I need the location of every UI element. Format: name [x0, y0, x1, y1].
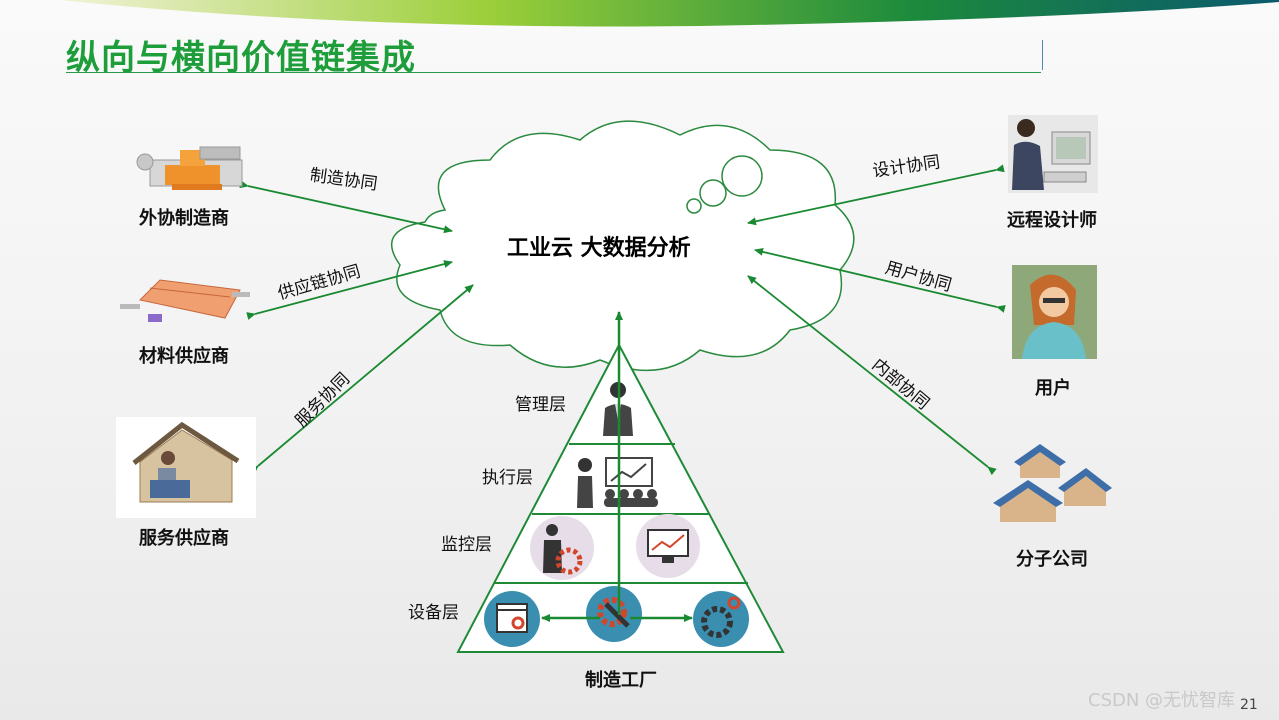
- designer-icon: [1008, 115, 1098, 193]
- layer-label-management: 管理层: [515, 390, 566, 415]
- warehouse-icon: [120, 280, 250, 322]
- monitor-chart-icon: [636, 514, 700, 578]
- cloud-label: 工业云 大数据分析: [507, 230, 691, 262]
- node-label-service-supplier: 服务供应商: [139, 524, 229, 550]
- watermark: CSDN @无忧智库: [1088, 686, 1235, 712]
- code-window-icon: [484, 591, 540, 647]
- arrow-manufacturing-collab: [248, 186, 452, 231]
- factory-icon: [137, 147, 242, 190]
- arrow-internal-collab: [748, 276, 988, 467]
- factory-label: 制造工厂: [585, 666, 657, 692]
- node-label-outsourced-manufacturer: 外协制造商: [139, 204, 229, 230]
- page-number: 21: [1240, 697, 1258, 713]
- layer-label-execution: 执行层: [482, 463, 533, 488]
- service-house-icon: [116, 417, 256, 518]
- wrench-gear-icon: [586, 586, 642, 642]
- node-label-branch-company: 分子公司: [1016, 545, 1088, 571]
- arrow-service-collab: [258, 285, 473, 466]
- node-label-user: 用户: [1035, 374, 1071, 400]
- node-label-remote-designer: 远程设计师: [1007, 206, 1097, 232]
- user-icon: [1012, 265, 1097, 359]
- presentation-icon: [577, 458, 658, 508]
- layer-label-device: 设备层: [408, 598, 459, 623]
- layer-label-monitoring: 监控层: [441, 530, 492, 555]
- engineer-gear-icon: [530, 516, 594, 580]
- node-label-material-supplier: 材料供应商: [139, 342, 229, 368]
- gear-cog-icon: [693, 591, 749, 647]
- branch-houses-icon: [993, 444, 1112, 522]
